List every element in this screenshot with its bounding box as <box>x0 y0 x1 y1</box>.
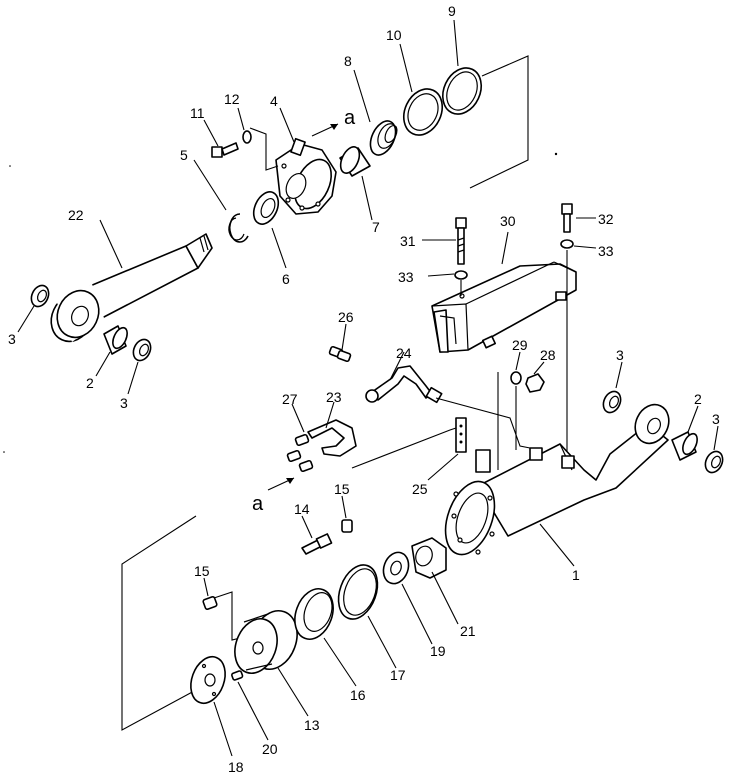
label-10: 10 <box>386 27 402 43</box>
part-32-bolt <box>561 203 573 233</box>
part-17-wear-ring <box>337 564 379 620</box>
part-33-washer-right <box>560 239 574 249</box>
part-4-cylinder-head <box>275 137 337 215</box>
label-22: 22 <box>68 207 84 223</box>
stray-mark <box>9 165 11 167</box>
reference-label-a-lower: a <box>252 493 264 515</box>
label-32: 32 <box>598 211 614 227</box>
label-3-left-lower: 3 <box>120 395 128 411</box>
reference-arrow-a-upper: a <box>311 107 356 137</box>
part-2-bushing-left <box>103 325 128 355</box>
label-3-left: 3 <box>8 331 16 347</box>
part-10-ring <box>402 88 444 136</box>
label-28: 28 <box>540 347 556 363</box>
part-9-ring <box>441 67 483 115</box>
label-18: 18 <box>228 759 244 773</box>
label-2-left: 2 <box>86 375 94 391</box>
part-15-plug-upper <box>341 519 353 533</box>
label-2-right: 2 <box>694 391 702 407</box>
label-1: 1 <box>572 567 580 583</box>
label-17: 17 <box>390 667 406 683</box>
label-14: 14 <box>294 501 310 517</box>
part-20-pin <box>231 670 244 681</box>
part-30-cover <box>431 261 577 353</box>
label-30: 30 <box>500 213 516 229</box>
reference-label-a-upper: a <box>344 107 356 129</box>
part-12-washer <box>242 130 252 144</box>
leader-lines <box>17 19 719 757</box>
label-5: 5 <box>180 147 188 163</box>
part-31-bolt <box>455 217 467 265</box>
label-3-right-top: 3 <box>616 347 624 363</box>
label-9: 9 <box>448 3 456 19</box>
part-8-seal <box>369 120 398 156</box>
assembly-lines-tubes <box>351 372 531 470</box>
part-6-bushing <box>252 191 280 225</box>
label-12: 12 <box>224 91 240 107</box>
label-21: 21 <box>460 623 476 639</box>
part-24-tube <box>365 365 443 404</box>
part-5-snap-ring <box>228 213 249 243</box>
label-29: 29 <box>512 337 528 353</box>
stray-mark <box>3 451 5 453</box>
part-26-fitting <box>328 345 352 363</box>
label-11: 11 <box>190 105 205 121</box>
assembly-bracket-lower <box>121 515 197 731</box>
label-26: 26 <box>338 309 354 325</box>
reference-arrow-a-lower: a <box>252 477 295 515</box>
part-19-cushion-ring <box>382 551 410 585</box>
label-15-upper: 15 <box>334 481 350 497</box>
part-16-piston-seal <box>294 588 334 640</box>
part-1-cylinder-tube <box>444 403 670 556</box>
label-16: 16 <box>350 687 366 703</box>
label-4: 4 <box>270 93 278 109</box>
label-33-right: 33 <box>598 243 614 259</box>
part-labels: 9 10 8 12 11 4 5 22 7 6 3 2 3 31 33 30 3… <box>8 3 720 773</box>
label-24: 24 <box>396 345 412 361</box>
stray-mark <box>554 152 558 156</box>
label-7: 7 <box>372 219 380 235</box>
label-8: 8 <box>344 53 352 69</box>
part-21-nut <box>411 537 447 579</box>
label-3-right: 3 <box>712 411 720 427</box>
label-33-left: 33 <box>398 269 414 285</box>
part-14-pin <box>301 533 333 555</box>
label-6: 6 <box>282 271 290 287</box>
part-2-bushing-right <box>671 431 698 461</box>
part-3-dust-seal-right-top <box>602 390 622 414</box>
part-28-nut <box>525 373 545 393</box>
part-3-dust-seal-right <box>704 450 724 474</box>
assembly-line-15 <box>213 591 241 641</box>
label-27: 27 <box>282 391 298 407</box>
part-11-bolt <box>211 142 239 158</box>
part-13-piston <box>234 610 298 674</box>
part-18-collar <box>190 655 226 705</box>
part-25-clamp <box>455 417 491 473</box>
part-27-fitting <box>286 433 314 473</box>
part-3-dust-seal-left <box>30 284 50 308</box>
label-15-lower: 15 <box>194 563 210 579</box>
part-29-nut <box>510 371 522 385</box>
label-31: 31 <box>400 233 416 249</box>
assembly-bracket-head <box>249 127 279 171</box>
label-23: 23 <box>326 389 342 405</box>
part-33-washer-left <box>454 270 468 280</box>
part-15-plug-lower <box>202 596 218 610</box>
part-22-piston-rod <box>50 233 213 343</box>
label-25: 25 <box>412 481 428 497</box>
label-13: 13 <box>304 717 320 733</box>
part-7-bushing <box>339 146 371 177</box>
part-23-tube <box>307 419 357 457</box>
assembly-bracket-upper <box>469 55 529 189</box>
label-19: 19 <box>430 643 446 659</box>
label-20: 20 <box>262 741 278 757</box>
part-3-dust-seal-left-lower <box>132 338 152 362</box>
